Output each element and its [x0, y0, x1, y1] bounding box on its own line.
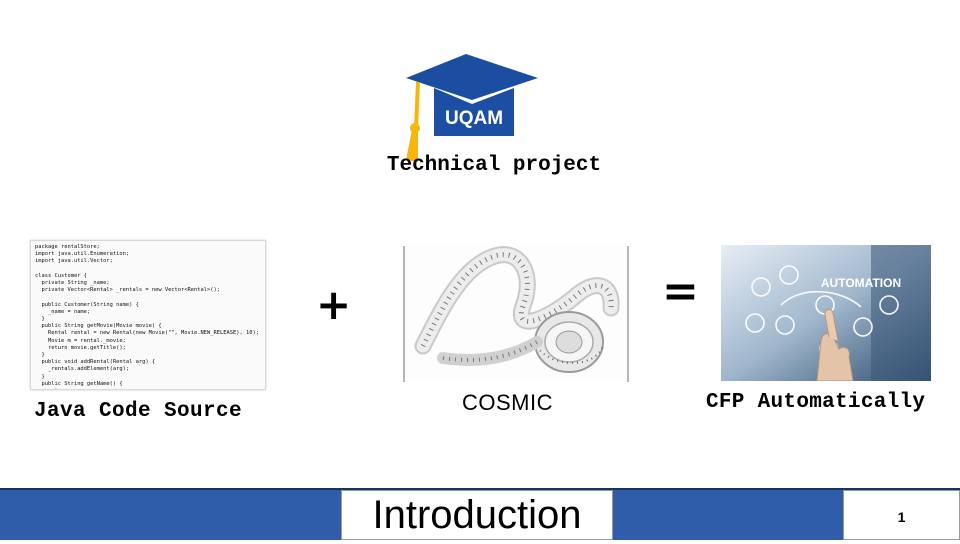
cfp-automatically-caption: CFP Automatically — [706, 391, 926, 414]
page-number: 1 — [897, 509, 906, 525]
cosmic-caption: COSMIC — [462, 390, 553, 415]
svg-text:UQAM: UQAM — [445, 108, 503, 129]
slide-title: Introduction — [372, 493, 582, 537]
svg-text:AUTOMATION: AUTOMATION — [821, 276, 901, 290]
automation-image: AUTOMATION — [721, 245, 931, 381]
graduation-cap-icon: UQAM — [406, 54, 538, 162]
java-code-text: package rentalStore; import java.util.En… — [35, 244, 259, 389]
project-title: Technical project — [386, 154, 602, 177]
measuring-tape-image — [403, 246, 630, 382]
plus-operator: + — [316, 280, 352, 329]
java-code-screenshot: package rentalStore; import java.util.En… — [30, 240, 266, 390]
measuring-tape-icon — [403, 246, 629, 382]
equals-operator: = — [662, 266, 699, 317]
automation-hand-icon: AUTOMATION — [721, 245, 931, 381]
uqam-logo: UQAM — [400, 48, 545, 166]
java-code-source-caption: Java Code Source — [34, 400, 243, 423]
